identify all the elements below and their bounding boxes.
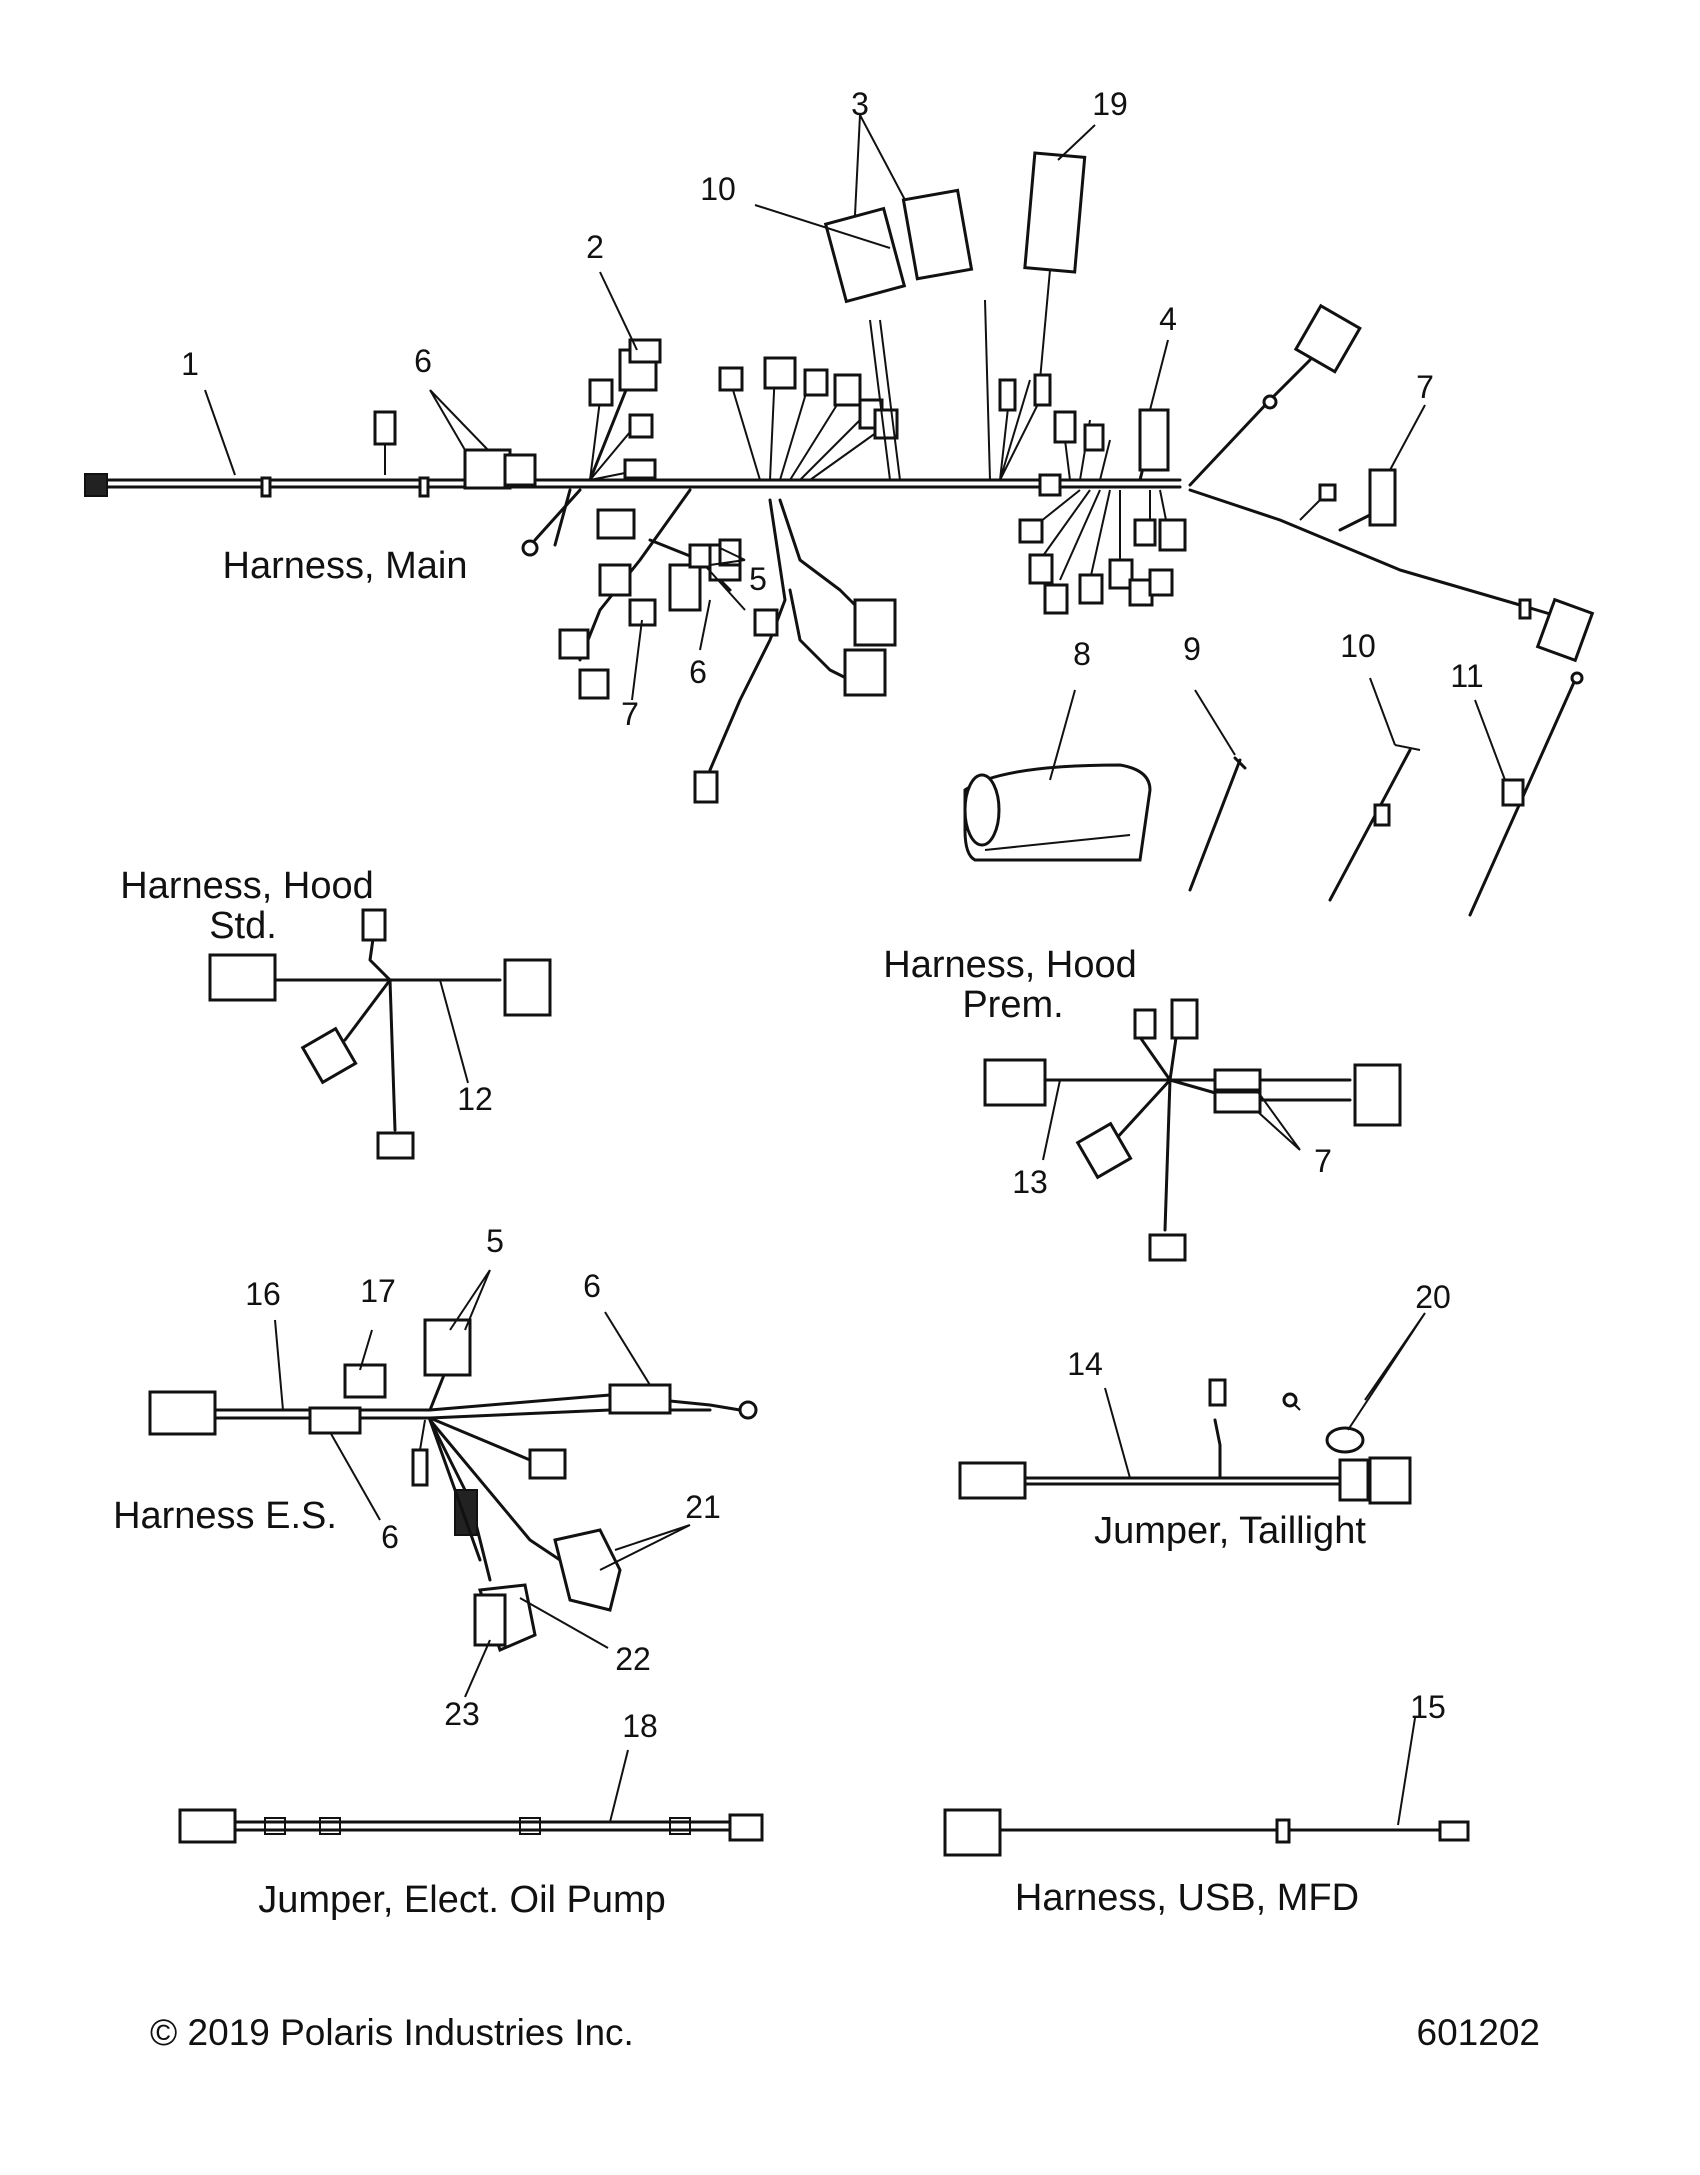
title-harness-es: Harness E.S. (113, 1495, 337, 1537)
harness-main-assembly (84, 151, 1595, 804)
callout-12: 12 (457, 1081, 493, 1117)
title-harness-main: Harness, Main (223, 545, 468, 587)
callout-10: 10 (700, 171, 736, 207)
callout-23: 23 (444, 1696, 480, 1732)
callout-20: 20 (1415, 1279, 1451, 1315)
callout-7: 7 (1314, 1143, 1332, 1179)
callout-19: 19 (1092, 86, 1128, 122)
harness-es-assembly (148, 1318, 758, 1653)
callout-16: 16 (245, 1276, 281, 1312)
callout-1: 1 (181, 346, 199, 382)
callout-10: 10 (1340, 628, 1376, 664)
title-harness-hood-std-line2: Std. (209, 905, 277, 947)
callout-14: 14 (1067, 1346, 1103, 1382)
title-harness-usb: Harness, USB, MFD (1015, 1877, 1359, 1919)
harness-usb-mfd-assembly (943, 1808, 1470, 1857)
callout-15: 15 (1410, 1689, 1446, 1725)
callout-11: 11 (1450, 658, 1483, 694)
callout-4: 4 (1159, 301, 1177, 337)
jumper-oil-pump-assembly (178, 1808, 764, 1844)
title-harness-hood-std-line1: Harness, Hood (120, 865, 373, 907)
title-harness-hood-prem-line2: Prem. (962, 984, 1063, 1026)
callout-6: 6 (689, 654, 707, 690)
callout-3: 3 (851, 86, 869, 122)
conduit-sleeve-item-8 (963, 763, 1152, 862)
callout-6: 6 (583, 1268, 601, 1304)
callout-13: 13 (1012, 1164, 1048, 1200)
callout-8: 8 (1073, 636, 1091, 672)
callout-7: 7 (1416, 369, 1434, 405)
cable-tie-item-9 (1188, 756, 1247, 892)
figure-id: 601202 (1417, 2012, 1540, 2053)
title-harness-hood-prem-line1: Harness, Hood (883, 944, 1136, 986)
jumper-taillight-assembly (958, 1378, 1412, 1505)
callout-22: 22 (615, 1641, 651, 1677)
leader-lines (204, 114, 1506, 1826)
callout-7: 7 (621, 696, 639, 732)
callout-6: 6 (381, 1519, 399, 1555)
cable-tie-item-11 (1468, 671, 1584, 917)
copyright-text: © 2019 Polaris Industries Inc. (150, 2012, 634, 2053)
callout-6: 6 (414, 343, 432, 379)
title-jumper-taillight: Jumper, Taillight (1094, 1510, 1366, 1552)
harness-hood-prem-assembly (983, 998, 1402, 1262)
callout-2: 2 (586, 229, 604, 265)
callout-17: 17 (360, 1273, 396, 1309)
title-jumper-oil-pump: Jumper, Elect. Oil Pump (258, 1879, 666, 1921)
callout-9: 9 (1183, 631, 1201, 667)
footer: © 2019 Polaris Industries Inc. 601202 (150, 2012, 1540, 2053)
callout-5: 5 (486, 1223, 504, 1259)
callout-numbers: 1 6 2 3 10 19 4 7 5 6 7 8 9 10 11 12 13 … (181, 86, 1484, 1744)
callout-18: 18 (622, 1708, 658, 1744)
callout-5: 5 (749, 561, 767, 597)
harness-hood-std-assembly (208, 908, 552, 1160)
callout-21: 21 (685, 1489, 721, 1525)
push-tie-item-10 (1328, 744, 1421, 902)
assembly-titles: Harness, Main Harness, Hood Std. Harness… (113, 545, 1366, 1921)
